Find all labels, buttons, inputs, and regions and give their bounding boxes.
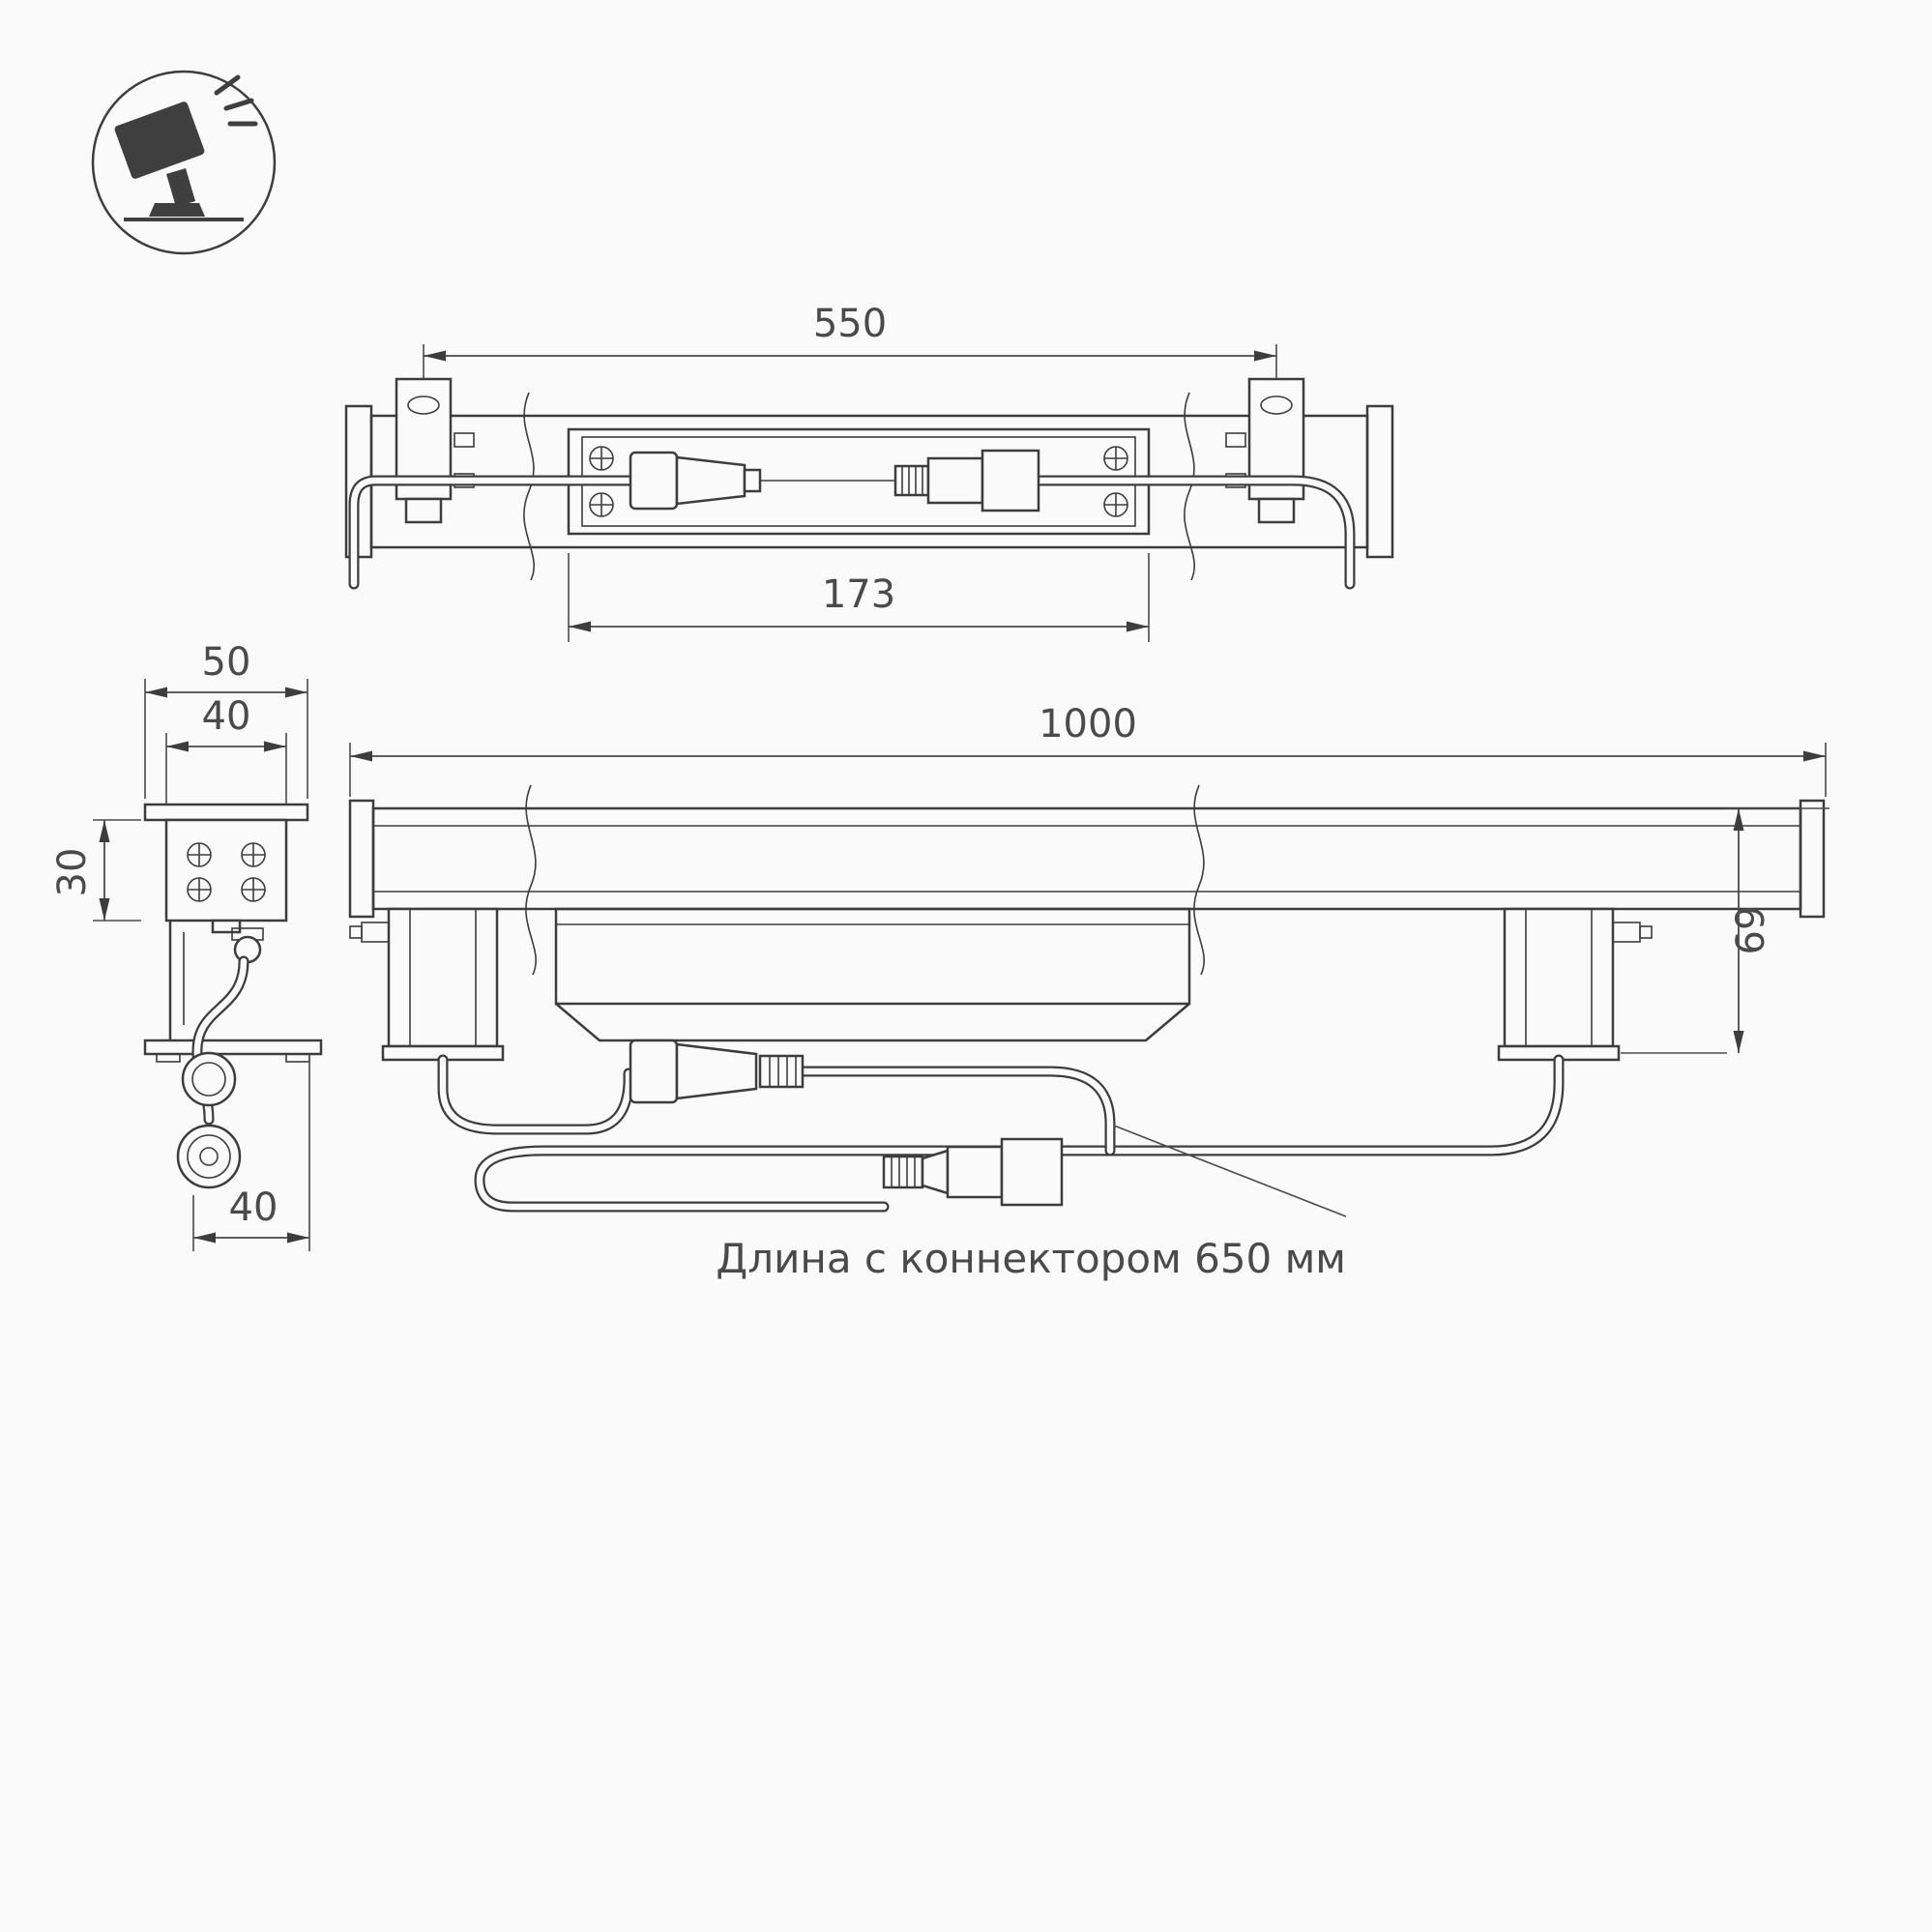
connector-male-front-view [629, 1039, 805, 1104]
driver-housing [554, 907, 1191, 1042]
side-view: 50 40 30 [50, 640, 323, 1251]
connector-male-top-view [629, 451, 762, 511]
light-rays-icon [214, 74, 258, 127]
leader-line [1113, 1125, 1347, 1217]
dimension-40-depth: 40 [192, 1058, 310, 1251]
top-view: 550 [344, 302, 1394, 642]
dimension-40-width: 40 [165, 694, 287, 816]
break-line-left-front [525, 784, 537, 976]
dim-label-50: 50 [202, 640, 251, 685]
dimension-1000: 1000 [349, 702, 1827, 797]
dim-label-69: 69 [1729, 906, 1773, 955]
cables-front-view [437, 1054, 1565, 1213]
dim-label-40-width: 40 [202, 694, 251, 739]
break-line-right-front [1193, 784, 1205, 976]
connector-end-side-view [176, 1124, 242, 1189]
dim-label-30: 30 [50, 848, 95, 897]
cable-side-view [181, 955, 249, 1126]
bracket-side-view [143, 921, 323, 1063]
bracket-left-front-view [349, 907, 505, 1062]
dimension-69: 69 [1621, 807, 1830, 1054]
screws-top-view [589, 446, 1128, 517]
cable-top-view [348, 475, 1356, 590]
floodlight-icon [91, 70, 277, 255]
dimension-30: 30 [50, 819, 141, 922]
dim-label-173: 173 [822, 572, 895, 617]
bracket-right-front-view [1497, 907, 1653, 1062]
dim-label-550: 550 [813, 302, 887, 346]
dimension-50: 50 [144, 640, 308, 799]
connector-female-top-view [893, 449, 1040, 512]
dimension-550: 550 [423, 302, 1277, 429]
dim-label-40-depth: 40 [229, 1186, 278, 1230]
front-view: 1000 [348, 702, 1830, 1282]
dim-label-1000: 1000 [1039, 702, 1137, 746]
connector-length-note: Длина с коннектором 650 мм [716, 1235, 1346, 1282]
connector-female-front-view [882, 1137, 1064, 1207]
break-line-left-top [523, 392, 535, 581]
bracket-left-top-view [395, 377, 475, 524]
break-line-right-top [1184, 392, 1195, 581]
screws-side-view [187, 842, 266, 902]
dimension-173: 173 [568, 553, 1150, 642]
bracket-right-top-view [1225, 377, 1305, 524]
